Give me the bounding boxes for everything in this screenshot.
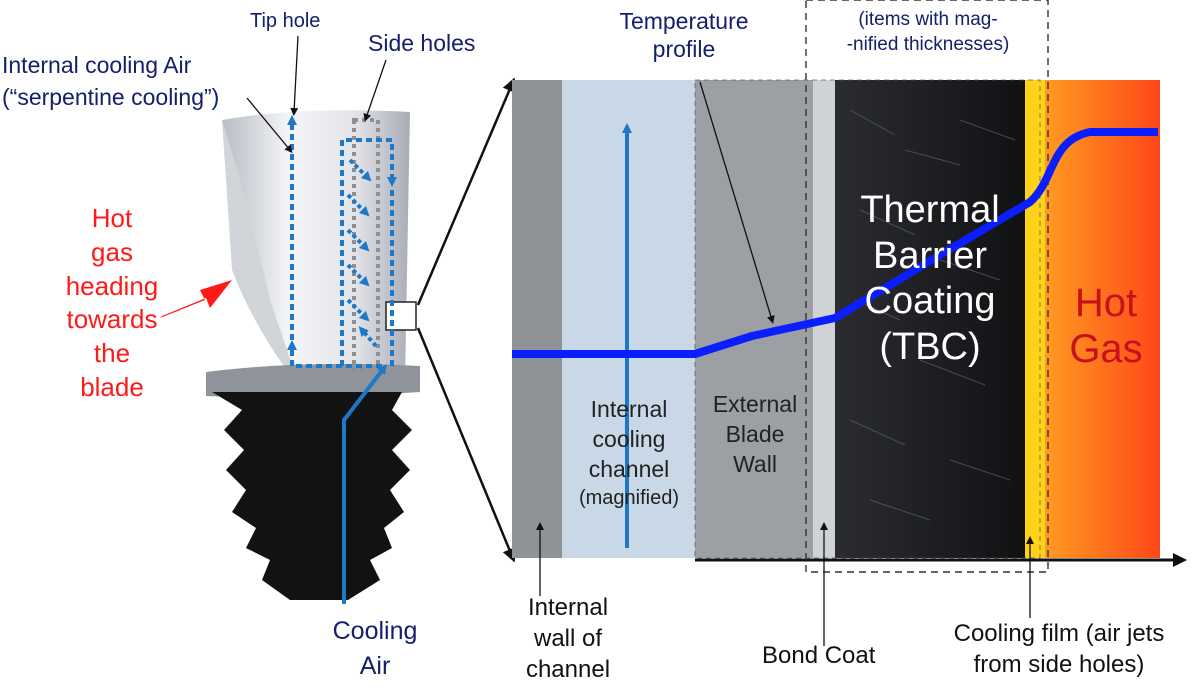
internal-wall-label: Internal wall of channel	[500, 592, 636, 686]
cooling-film-line-1: Cooling film (air jets	[953, 620, 1165, 647]
hot-gas-line-2: gas	[91, 236, 133, 267]
internal-wall-line-3: channel	[525, 656, 611, 684]
internal-channel-line-1: Internal	[590, 396, 668, 422]
left-leader-lines	[246, 35, 387, 154]
tbc-line-4: (TBC)	[879, 325, 981, 368]
internal-channel-line-2: cooling	[592, 425, 666, 452]
serpentine-cooling-label: (“serpentine cooling”)	[2, 84, 220, 110]
tbc-label: Thermal Barrier Coating (TBC)	[835, 188, 1025, 370]
external-wall-line-2: Blade	[725, 420, 785, 447]
hot-gas-arrow	[160, 280, 232, 318]
serpentine-cooling-paths	[287, 115, 397, 604]
magnified-cross-section	[512, 80, 1160, 558]
internal-channel-label: Internal cooling channel (magnified)	[562, 395, 696, 511]
internal-cooling-air-label: Internal cooling Air	[2, 52, 192, 78]
hot-gas-main-label: Hot Gas	[1050, 280, 1162, 372]
cooling-film-line-2: from side holes)	[973, 651, 1145, 679]
temperature-profile-label: Temperature profile	[584, 8, 784, 63]
external-wall-line-3: Wall	[733, 450, 777, 477]
tbc-line-3: Coating	[864, 280, 996, 323]
hot-gas-line-6: blade	[80, 371, 144, 402]
external-wall-line-1: External	[712, 391, 798, 417]
zoom-lines	[416, 77, 516, 563]
hot-gas-line-3: heading	[65, 270, 159, 301]
temperature-profile-curve	[512, 128, 1158, 358]
hot-gas-main-line-1: Hot	[1074, 281, 1138, 325]
magnified-note-line-1: (items with mag-	[858, 9, 998, 30]
internal-wall-line-1: Internal	[527, 594, 609, 621]
magnified-note-line-2: -nified thicknesses)	[846, 33, 1010, 55]
magnified-note-label: (items with mag- -nified thicknesses)	[810, 8, 1046, 57]
internal-wall-line-2: wall of	[533, 625, 603, 653]
temperature-profile-line-2: profile	[652, 35, 716, 62]
internal-channel-line-3: channel	[588, 455, 670, 482]
tbc-line-2: Barrier	[872, 234, 988, 277]
hot-gas-line-4: towards	[66, 304, 158, 335]
temperature-profile-line-1: Temperature	[619, 8, 749, 34]
cooling-air-line-1: Cooling	[332, 617, 418, 645]
tip-hole-label: Tip hole	[250, 10, 321, 32]
right-leader-lines	[536, 81, 1034, 646]
side-holes-label: Side holes	[368, 30, 476, 56]
hot-gas-main-line-2: Gas	[1069, 327, 1143, 371]
hot-gas-line-1: Hot	[91, 203, 133, 233]
temperature-profile-box	[694, 79, 1041, 559]
external-wall-label: External Blade Wall	[693, 390, 817, 480]
cooling-film-label: Cooling film (air jets from side holes)	[918, 618, 1200, 680]
internal-channel-line-4: (magnified)	[578, 486, 680, 509]
turbine-blade	[206, 110, 420, 600]
bond-coat-label: Bond Coat	[762, 642, 876, 669]
tbc-line-1: Thermal	[860, 189, 1000, 231]
cooling-air-line-2: Air	[359, 652, 391, 680]
magnified-items-box	[805, 0, 1049, 573]
cooling-air-label: Cooling Air	[320, 614, 430, 684]
hot-gas-heading-label: Hot gas heading towards the blade	[52, 202, 172, 405]
hot-gas-line-5: the	[93, 338, 131, 369]
